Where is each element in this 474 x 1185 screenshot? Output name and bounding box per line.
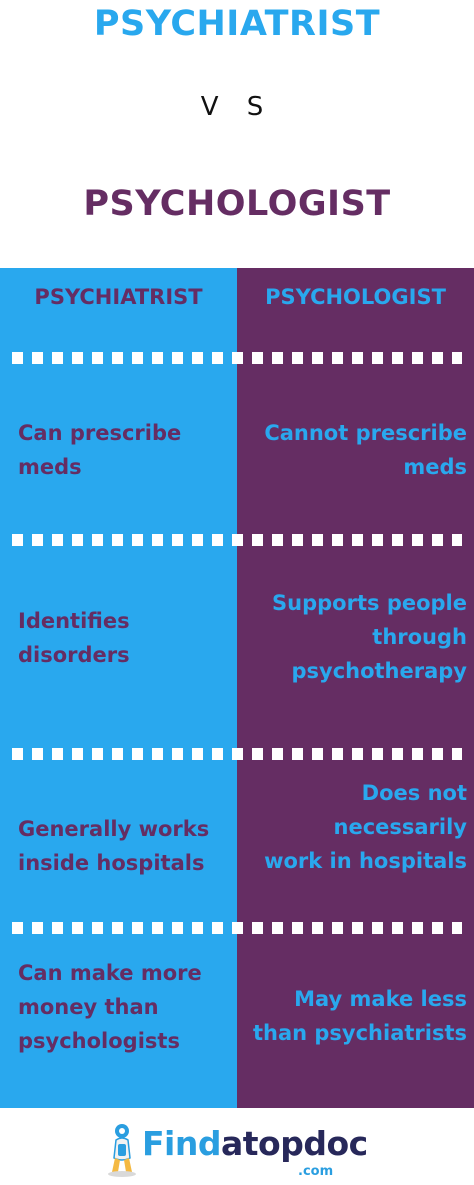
dotted-divider <box>12 748 462 760</box>
dotted-divider <box>12 922 462 934</box>
footer <box>0 1108 474 1185</box>
column-header-psychologist: PSYCHOLOGIST <box>265 285 446 309</box>
cell-line: inside hospitals <box>18 851 205 875</box>
title-psychologist: PSYCHOLOGIST <box>83 184 391 224</box>
cell-line: Does not <box>361 781 467 805</box>
psychiatrist-column <box>0 268 237 1108</box>
psychologist-point-4: May make less than psychiatrists <box>245 982 467 1050</box>
brand-logo-text: Findatopdoc <box>142 1124 368 1163</box>
dotted-divider <box>12 352 462 364</box>
psychologist-point-1: Cannot prescribe meds <box>245 416 467 484</box>
title-psychiatrist: PSYCHIATRIST <box>93 4 381 44</box>
cell-line: Can prescribe <box>18 421 182 445</box>
cell-line: disorders <box>18 643 130 667</box>
psychologist-column <box>237 268 474 1108</box>
cell-line: Generally works <box>18 817 210 841</box>
psychologist-point-3: Does not necessarily work in hospitals <box>245 776 467 878</box>
psychologist-point-2: Supports people through psychotherapy <box>245 586 467 688</box>
cell-line: meds <box>403 455 467 479</box>
cell-line: than psychiatrists <box>252 1021 467 1045</box>
psychiatrist-point-3: Generally works inside hospitals <box>18 812 233 880</box>
cell-line: May make less <box>294 987 467 1011</box>
cell-line: work in hospitals <box>264 849 467 873</box>
cell-line: through <box>372 625 467 649</box>
cell-line: necessarily <box>333 815 468 839</box>
cell-line: money than <box>18 995 159 1019</box>
column-header-psychiatrist: PSYCHIATRIST <box>34 285 203 309</box>
cell-line: meds <box>18 455 82 479</box>
psychiatrist-point-4: Can make more money than psychologists <box>18 956 233 1058</box>
cell-line: Identifies <box>18 609 130 633</box>
cell-line: Supports people <box>272 591 467 615</box>
psychiatrist-point-1: Can prescribe meds <box>18 416 233 484</box>
brand-logo-text-part2: atopdoc <box>220 1124 368 1163</box>
cell-line: psychologists <box>18 1029 180 1053</box>
doctor-mascot-icon <box>108 1124 136 1177</box>
psychiatrist-point-2: Identifies disorders <box>18 604 233 672</box>
cell-line: Can make more <box>18 961 202 985</box>
cell-line: Cannot prescribe <box>264 421 467 445</box>
dotted-divider <box>12 534 462 546</box>
brand-logo-domain: .com <box>298 1164 334 1179</box>
cell-line: psychotherapy <box>291 659 467 683</box>
versus-label: V S <box>200 92 274 122</box>
brand-logo-text-part1: Find <box>142 1124 221 1163</box>
header: PSYCHIATRIST V S PSYCHOLOGIST <box>0 0 474 268</box>
